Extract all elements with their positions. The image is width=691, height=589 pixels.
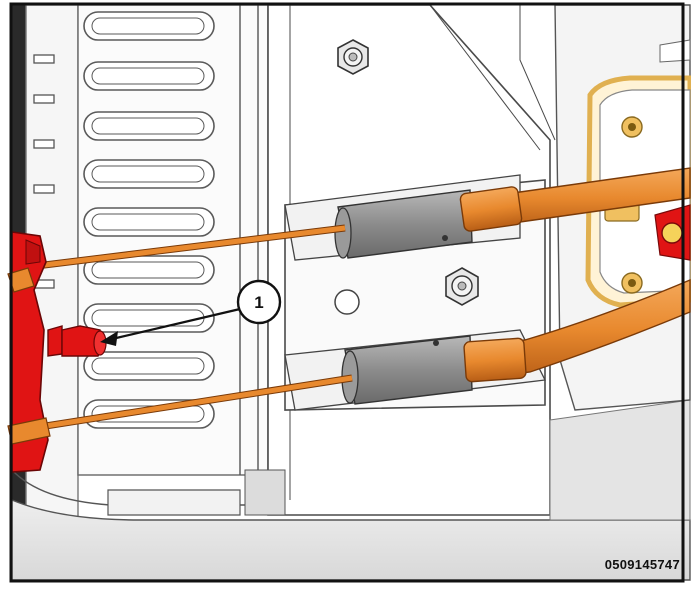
red-lever-bracket	[7, 231, 107, 473]
callout-circle: 1	[236, 279, 282, 325]
figure-id-label: 0509145747	[604, 557, 680, 572]
floor-panel	[11, 399, 691, 581]
lower-cable	[19, 278, 691, 434]
hex-nut-upper	[337, 39, 369, 75]
left-panel-tabs	[33, 54, 55, 289]
callout-leader-arrow	[100, 307, 241, 346]
hex-nut-lower	[445, 267, 479, 306]
callout-number: 1	[254, 293, 263, 312]
vent-slots	[83, 11, 215, 429]
bracket-hole	[334, 289, 360, 315]
upper-cable	[19, 167, 691, 272]
figure-frame	[9, 2, 685, 583]
